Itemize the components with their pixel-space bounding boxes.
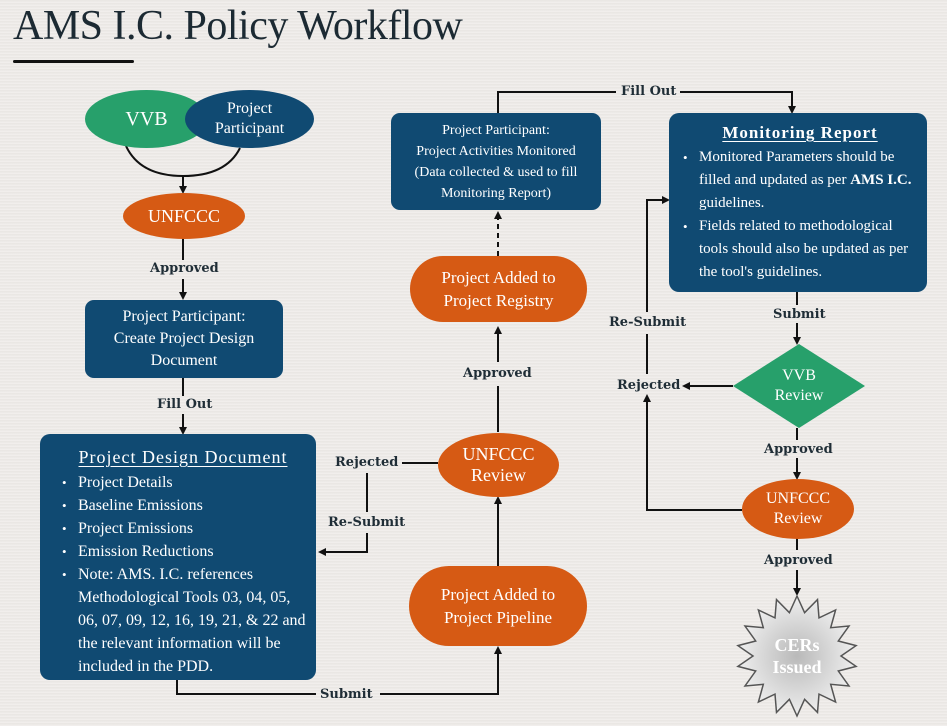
item-bold-text: AMS I.C. [850, 172, 912, 188]
activities-monitored-node: Project Participant: Project Activities … [391, 113, 601, 210]
monitoring-report-card: Monitoring Report Monitored Parameters s… [669, 113, 927, 292]
unfccc-label: UNFCCC [147, 205, 221, 226]
cers-line-2: Issued [772, 657, 822, 677]
pp-line-1: Project [226, 100, 273, 117]
edge-label-approved: Approved [150, 261, 219, 276]
item-text: guidelines. [699, 195, 765, 211]
vvb-review-line-1: VVB [782, 367, 816, 384]
monitoring-report-heading: Monitoring Report [722, 123, 878, 142]
arrow-resubmit-pdd [318, 533, 368, 556]
pdd-item: Project Emissions [60, 517, 306, 540]
pdd-item: Emission Reductions [60, 540, 306, 563]
arrow-resubmit-report [646, 196, 670, 312]
pipeline-line-2: Project Pipeline [443, 608, 553, 627]
pdd-item: Baseline Emissions [60, 494, 306, 517]
unfccc-node: UNFCCC [123, 193, 245, 239]
pdd-item-note: Note: AMS. I.C. references Methodologica… [60, 563, 306, 678]
cers-line-1: CERs [774, 635, 820, 655]
edge-label-submit: Submit [773, 307, 826, 322]
activities-line-2: Project Activities Monitored [416, 143, 576, 159]
unfccc-review-node-1: UNFCCC Review [438, 433, 559, 497]
vvb-review-diamond [733, 344, 865, 428]
monitoring-report-list: Monitored Parameters should be filled an… [681, 146, 919, 284]
monitoring-report-item: Fields related to methodological tools s… [681, 215, 919, 284]
registry-node: Project Added to Project Registry [410, 256, 587, 322]
arrow-unfccc2-rejected [643, 394, 742, 511]
edge-label-rejected: Rejected [617, 378, 681, 393]
edge-label-rejected: Rejected [335, 455, 399, 470]
title-underline [13, 60, 134, 63]
unfccc-review-1-line-2: Review [471, 465, 526, 485]
unfccc-review-1-line-1: UNFCCC [462, 444, 535, 464]
edge-label-submit: Submit [320, 687, 373, 702]
unfccc-review-node-2: UNFCCC Review [742, 479, 854, 539]
pp-line-2: Participant [214, 120, 285, 137]
edge-label-fill-out: Fill Out [157, 397, 213, 412]
arrow-fillout-report [680, 91, 796, 114]
pdd-list: Project Details Baseline Emissions Proje… [60, 471, 306, 678]
item-text: Monitored Parameters should be filled an… [699, 149, 895, 188]
pipeline-line-1: Project Added to [440, 585, 556, 604]
activities-line-4: Monitoring Report) [440, 185, 552, 201]
unfccc-review-2-line-2: Review [773, 510, 823, 527]
page-title: AMS I.C. Policy Workflow [13, 3, 463, 49]
edge-label-approved: Approved [764, 553, 833, 568]
edge-label-approved: Approved [463, 366, 532, 381]
registry-line-2: Project Registry [443, 291, 554, 310]
vvb-label: VVB [125, 107, 168, 130]
pdd-card: Project Design Document Project Details … [40, 434, 316, 680]
activities-line-3: (Data collected & used to fill [414, 164, 578, 180]
monitoring-report-item: Monitored Parameters should be filled an… [681, 146, 919, 215]
registry-line-1: Project Added to [441, 268, 556, 287]
project-participant-node: Project Participant [185, 90, 314, 148]
create-pdd-line-2: Create Project Design [113, 330, 255, 347]
cers-node: CERs Issued [734, 594, 860, 718]
activities-line-1: Project Participant: [442, 122, 550, 138]
create-pdd-node: Project Participant: Create Project Desi… [85, 300, 283, 378]
pdd-heading: Project Design Document [78, 447, 288, 467]
unfccc-review-2-line-1: UNFCCC [765, 490, 831, 507]
line-pdd-submit [176, 680, 316, 695]
edge-label-fill-out: Fill Out [621, 84, 677, 99]
merge-connector [125, 145, 241, 178]
item-text: Fields related to methodological tools s… [699, 218, 909, 280]
line-activities-fillout [497, 91, 616, 113]
cers-starburst [736, 594, 858, 718]
edge-label-resubmit: Re-Submit [328, 515, 406, 530]
edge-label-resubmit: Re-Submit [609, 315, 687, 330]
create-pdd-line-3: Document [150, 352, 218, 369]
pipeline-node: Project Added to Project Pipeline [409, 566, 587, 646]
arrow-submit-pipeline [380, 646, 502, 695]
edge-label-approved: Approved [764, 442, 833, 457]
create-pdd-line-1: Project Participant: [122, 308, 246, 325]
vvb-review-node: VVB Review [733, 344, 865, 428]
vvb-review-line-2: Review [774, 387, 824, 404]
pdd-item: Project Details [60, 471, 306, 494]
